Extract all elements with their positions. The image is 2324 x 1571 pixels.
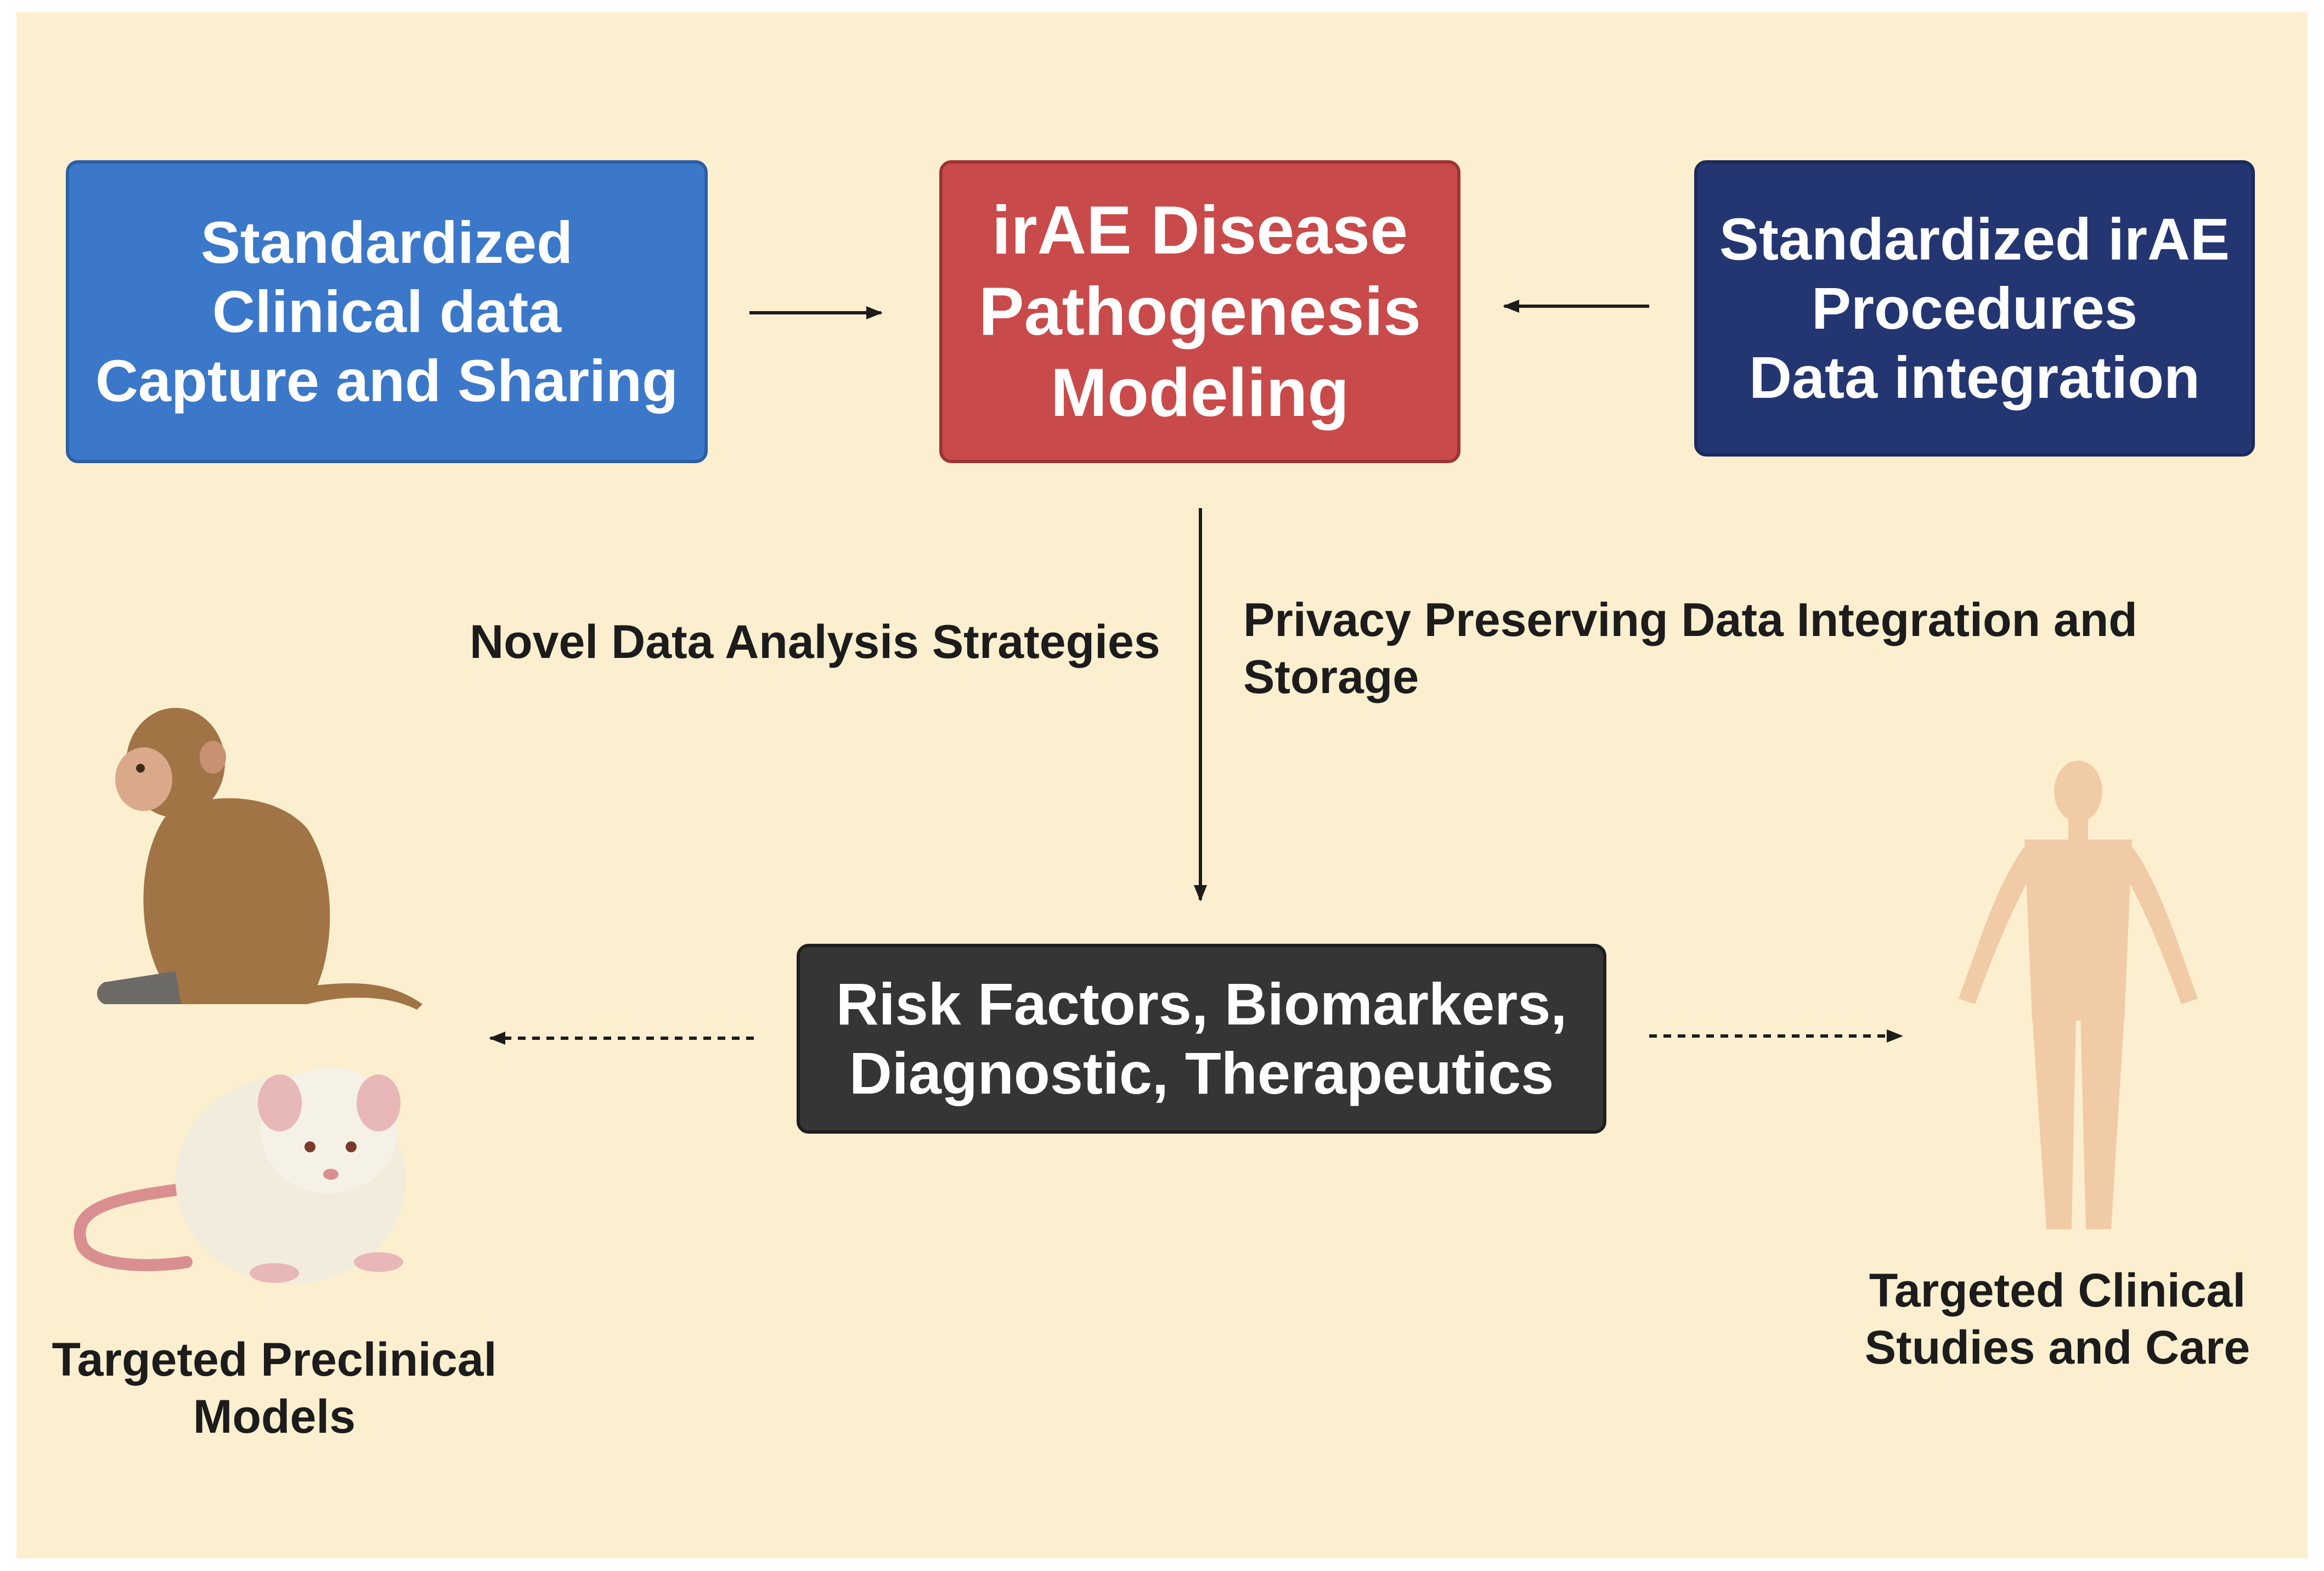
node-irae-pathogenesis-modeling: irAE Disease Pathogenesis Modeling bbox=[939, 160, 1460, 463]
monkey-icon bbox=[97, 708, 422, 1010]
node-risk-factors-outcomes: Risk Factors, Biomarkers, Diagnostic, Th… bbox=[797, 944, 1606, 1134]
edge-label-novel-analysis: Novel Data Analysis Strategies bbox=[470, 616, 1160, 668]
node-standardized-procedures: Standardized irAE Procedures Data integr… bbox=[1694, 160, 2255, 457]
target-label-clinical: Targeted Clinical Studies and Care bbox=[1864, 1264, 2250, 1374]
edge-label-privacy-integration: Privacy Preserving Data Integration and … bbox=[1243, 594, 2137, 703]
human-body-icon bbox=[1959, 761, 2198, 1229]
target-label-preclinical: Targeted Preclinical Models bbox=[52, 1333, 497, 1443]
node-clinical-data-capture: Standardized Clinical data Capture and S… bbox=[66, 160, 708, 463]
rat-icon bbox=[74, 1067, 406, 1284]
